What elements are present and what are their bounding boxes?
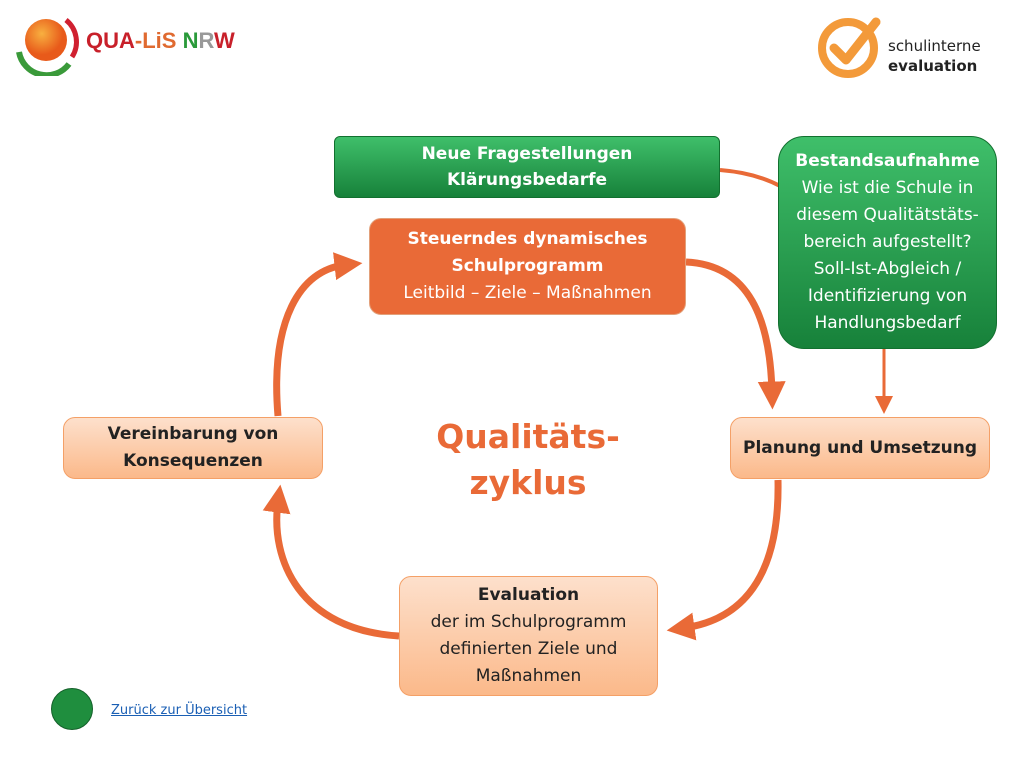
box-text: definierten Ziele und xyxy=(439,639,618,659)
box-evaluation: Evaluation der im Schulprogramm definier… xyxy=(399,576,658,696)
logo-line2: evaluation xyxy=(888,57,978,75)
box-text: Maßnahmen xyxy=(475,666,582,686)
box-text: Klärungsbedarfe xyxy=(447,170,607,190)
box-text: Wie ist die Schule in xyxy=(801,178,974,198)
box-planung: Planung und Umsetzung xyxy=(730,417,990,479)
arrow-right-to-bottom xyxy=(666,479,782,641)
back-button-circle[interactable] xyxy=(51,688,93,730)
box-title: Bestandsaufnahme xyxy=(795,151,980,171)
qualis-logo: QUA-LiS NRW xyxy=(14,12,244,79)
box-text: der im Schulprogramm xyxy=(430,612,627,632)
arrow-top-to-right xyxy=(685,258,786,410)
back-to-overview-link[interactable]: Zurück zur Übersicht xyxy=(111,703,248,718)
box-text: Steuerndes dynamisches xyxy=(407,229,648,249)
arrow-left-to-top xyxy=(273,252,363,417)
box-text: Konsequenzen xyxy=(123,451,263,471)
logo-line1: schulinterne xyxy=(888,37,981,55)
arrow-bottom-to-left xyxy=(262,484,400,640)
box-vereinbarung: Vereinbarung von Konsequenzen xyxy=(63,417,323,479)
box-text: Planung und Umsetzung xyxy=(742,437,977,458)
box-title: Evaluation xyxy=(477,585,580,605)
logo-text: N xyxy=(182,28,199,53)
checkmark-circle-icon xyxy=(818,17,881,78)
connector-neue-bestand xyxy=(719,168,781,188)
box-bestandsaufnahme: Bestandsaufnahme Wie ist die Schule in d… xyxy=(778,136,997,349)
logo-text: LiS xyxy=(142,28,177,53)
box-neue-fragestellungen: Neue Fragestellungen Klärungsbedarfe xyxy=(334,136,720,198)
logo-text: - xyxy=(134,28,143,53)
logo-text: R xyxy=(198,28,214,53)
box-text: Neue Fragestellungen xyxy=(421,144,633,164)
logo-text: QUA xyxy=(86,28,135,53)
box-text: Leitbild – Ziele – Maßnahmen xyxy=(403,283,652,303)
box-text: bereich aufgestellt? xyxy=(803,232,972,252)
box-text: Soll-Ist-Abgleich / xyxy=(813,259,962,279)
qualis-logo-icon xyxy=(16,18,79,79)
box-text: Vereinbarung von xyxy=(107,424,279,444)
logo-text: W xyxy=(213,28,235,53)
box-text: Handlungsbedarf xyxy=(814,313,961,333)
box-schulprogramm: Steuerndes dynamisches Schulprogramm Lei… xyxy=(369,218,686,315)
box-text: diesem Qualitätstäts- xyxy=(796,205,979,225)
center-title-line1: Qualitäts- xyxy=(436,417,620,456)
schulinterne-evaluation-logo: schulinterne evaluation xyxy=(816,14,1016,80)
box-text: Identifizierung von xyxy=(807,286,968,306)
center-title-line2: zyklus xyxy=(469,463,587,502)
box-text: Schulprogramm xyxy=(451,256,604,276)
center-title: Qualitäts- zyklus xyxy=(400,414,656,506)
